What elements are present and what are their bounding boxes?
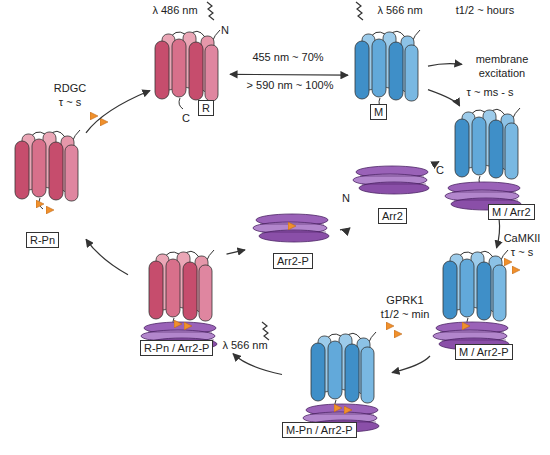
state-node: membrane excitation (462, 52, 542, 86)
phosphate-mark (344, 406, 352, 414)
edge-label: CaMKII (504, 232, 541, 245)
arrow-connector (497, 218, 500, 248)
rhodopsin-helices (149, 250, 214, 329)
arrestin-shape (253, 214, 329, 242)
arrow-connector (86, 91, 150, 133)
state-label: R (198, 100, 214, 116)
output-text: membrane excitation (462, 52, 542, 80)
state-node: Arr2 (350, 150, 438, 230)
metarhodopsin-helices (443, 250, 508, 329)
arrow-connector (428, 64, 462, 66)
rhodopsin-helices (15, 130, 80, 209)
arrow-connector (86, 239, 128, 274)
state-label: Arr2 (378, 208, 407, 224)
annotation-text: t1/2 ~ min (381, 308, 430, 321)
phosphate-mark (36, 200, 44, 208)
arrow-connector (428, 90, 460, 106)
arrow-connector (227, 250, 246, 254)
annotation-text: C (182, 112, 190, 125)
state-node: R (150, 28, 230, 120)
state-label: R-Pn (26, 232, 59, 248)
metarhodopsin-helices (355, 30, 420, 109)
arrestin-shape (353, 166, 429, 194)
arrow-connector (437, 161, 439, 163)
annotation-text: τ ~ s (511, 246, 533, 259)
state-label: M / Arr2-P (455, 344, 513, 360)
state-node: R-Pn (8, 120, 86, 250)
phosphate-mark (386, 322, 394, 330)
state-node: M / Arr2-P (425, 248, 535, 356)
state-label: M (370, 104, 387, 120)
phosphate-mark (504, 258, 512, 266)
edge-label: 455 nm ~ 70% (252, 51, 323, 64)
arrow-connector (230, 74, 348, 76)
annotation-text: > 590 nm ~ 100% (247, 79, 334, 92)
light-wave (356, 2, 363, 20)
arrow-connector (233, 354, 282, 375)
phosphate-mark (184, 322, 192, 330)
state-node: R-Pn / Arr2-P (128, 248, 233, 360)
annotation-text: N (342, 192, 350, 205)
light-wave (207, 2, 214, 20)
annotation-text: t1/2 ~ hours (456, 4, 514, 17)
annotation-text: λ 566 nm (222, 339, 267, 352)
light-wave (262, 322, 269, 340)
state-node: M (348, 28, 428, 123)
phosphate-mark (288, 222, 296, 230)
state-node: M / Arr2 (438, 106, 546, 218)
annotation-text: C (436, 164, 444, 177)
phosphate-mark (394, 330, 402, 338)
state-label: M-Pn / Arr2-P (282, 422, 357, 438)
edge-label: GPRK1 (386, 294, 423, 307)
annotation-text: N (221, 24, 229, 37)
edge-label: RDGC (54, 82, 86, 95)
annotation-text: λ 486 nm (152, 4, 197, 17)
phosphate-mark (46, 206, 54, 214)
state-node: Arr2-P (245, 205, 340, 273)
phosphate-mark (462, 322, 470, 330)
phosphate-mark (334, 404, 342, 412)
edge-label: τ ~ ms - s (467, 86, 514, 99)
annotation-text: τ ~ s (59, 96, 81, 109)
state-label: M / Arr2 (488, 204, 535, 220)
phosphate-mark (100, 118, 108, 126)
arrow-connector (392, 356, 430, 373)
state-label: R-Pn / Arr2-P (140, 340, 213, 356)
metarhodopsin-helices (455, 108, 520, 187)
phosphate-mark (90, 112, 98, 120)
rhodopsin-helices (155, 30, 220, 109)
phosphate-mark (174, 320, 182, 328)
annotation-text: λ 566 nm (377, 4, 422, 17)
arrow-connector (340, 228, 350, 230)
phosphate-mark (512, 266, 520, 274)
metarhodopsin-helices (311, 332, 376, 411)
state-label: Arr2-P (273, 253, 313, 269)
state-node: M-Pn / Arr2-P (282, 330, 392, 442)
